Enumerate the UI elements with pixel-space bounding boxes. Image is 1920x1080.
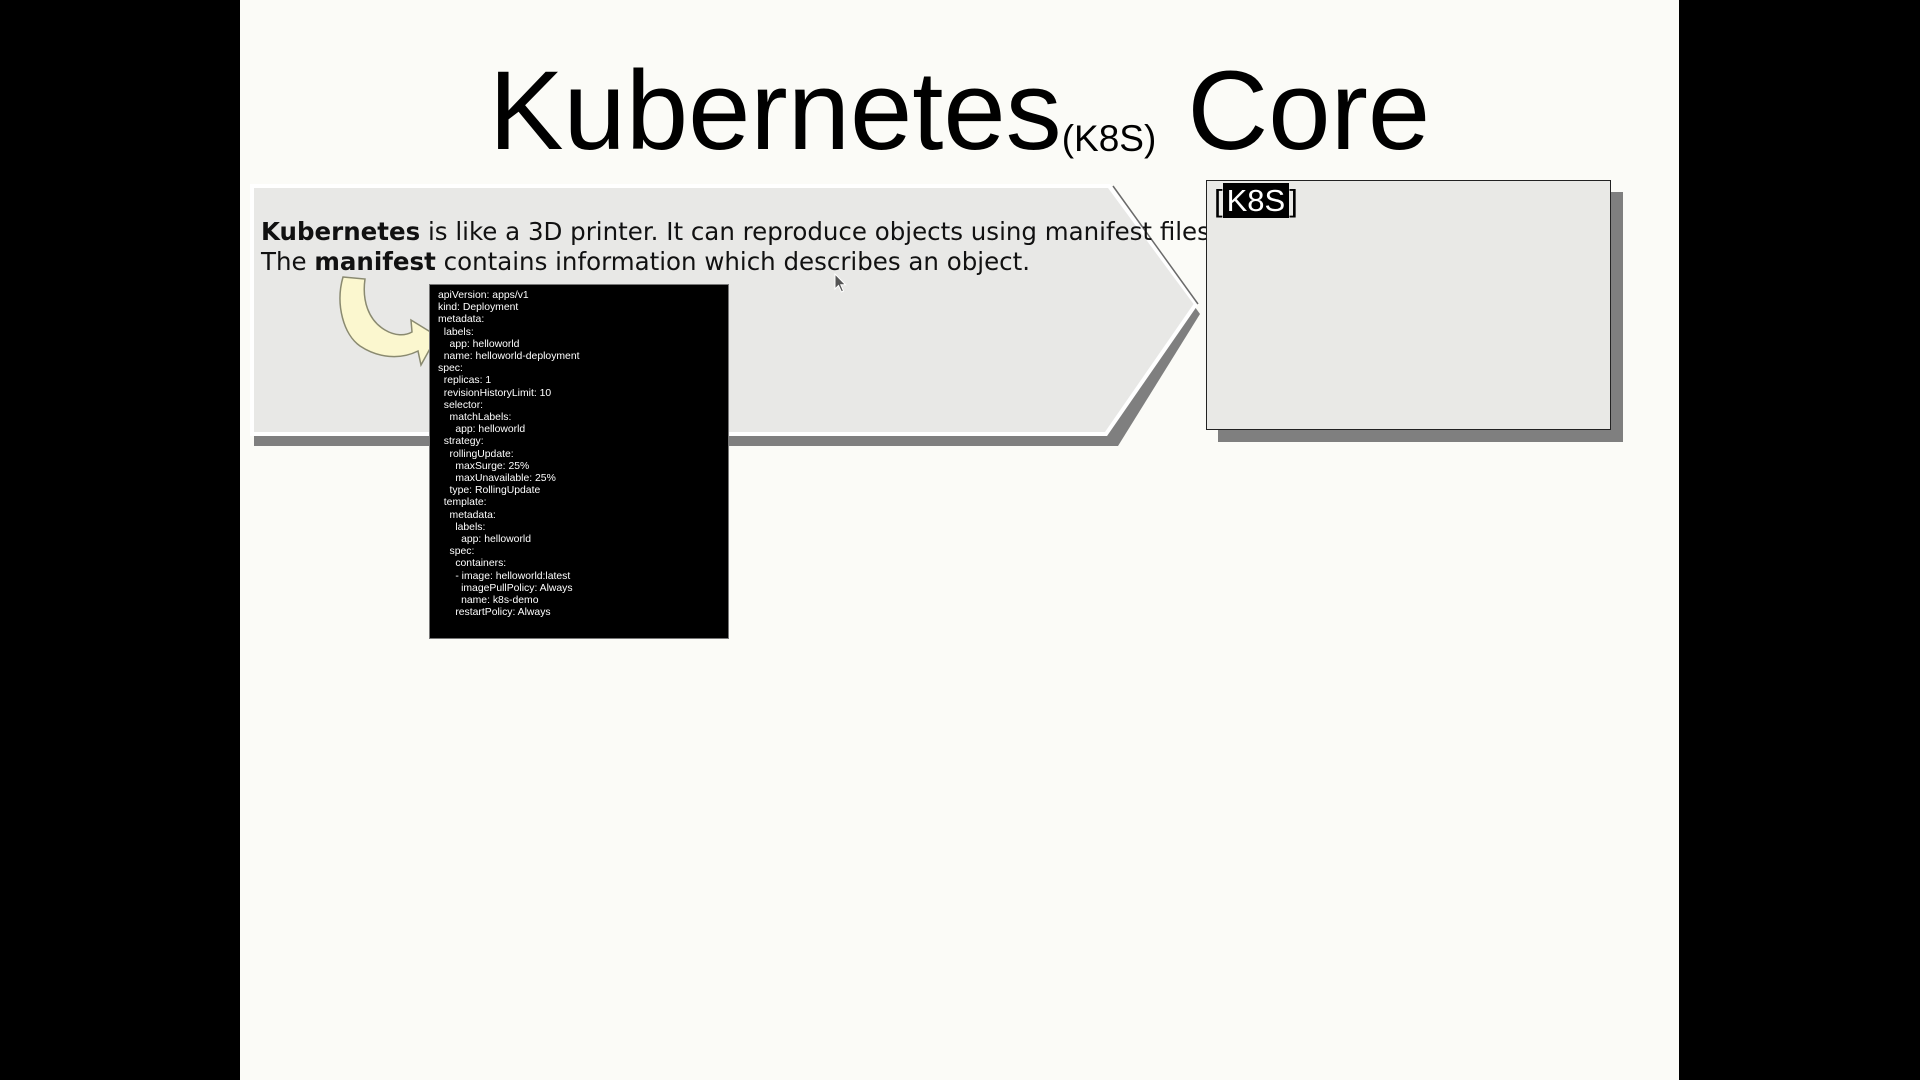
intro-line-1-rest: is like a 3D printer. It can reproduce o…	[420, 217, 1218, 246]
slide: Kubernetes(K8S) Core Kubernetes is like …	[240, 0, 1679, 1080]
title-suffix: Core	[1187, 48, 1431, 173]
intro-line-2-rest: contains information which describes an …	[435, 247, 1031, 276]
title-main: Kubernetes	[488, 48, 1062, 173]
k8s-bracket-close: ]	[1289, 183, 1298, 218]
k8s-bracket-open: [	[1214, 183, 1223, 218]
intro-line-1: Kubernetes is like a 3D printer. It can …	[261, 217, 1218, 247]
k8s-label-text: K8S	[1222, 183, 1290, 218]
mouse-cursor-icon	[834, 273, 847, 293]
intro-bold-kubernetes: Kubernetes	[261, 217, 421, 246]
k8s-label: [K8S]	[1214, 183, 1298, 218]
k8s-box: [K8S]	[1206, 180, 1611, 430]
slide-title: Kubernetes(K8S) Core	[240, 48, 1679, 199]
intro-line-2: The manifest contains information which …	[261, 247, 1161, 277]
intro-line-2-start: The	[261, 247, 315, 276]
intro-text: Kubernetes is like a 3D printer. It can …	[261, 217, 1218, 277]
manifest-yaml-box: apiVersion: apps/v1 kind: Deployment met…	[429, 284, 729, 639]
intro-bold-manifest: manifest	[314, 247, 436, 276]
title-subscript: (K8S)	[1061, 118, 1157, 159]
